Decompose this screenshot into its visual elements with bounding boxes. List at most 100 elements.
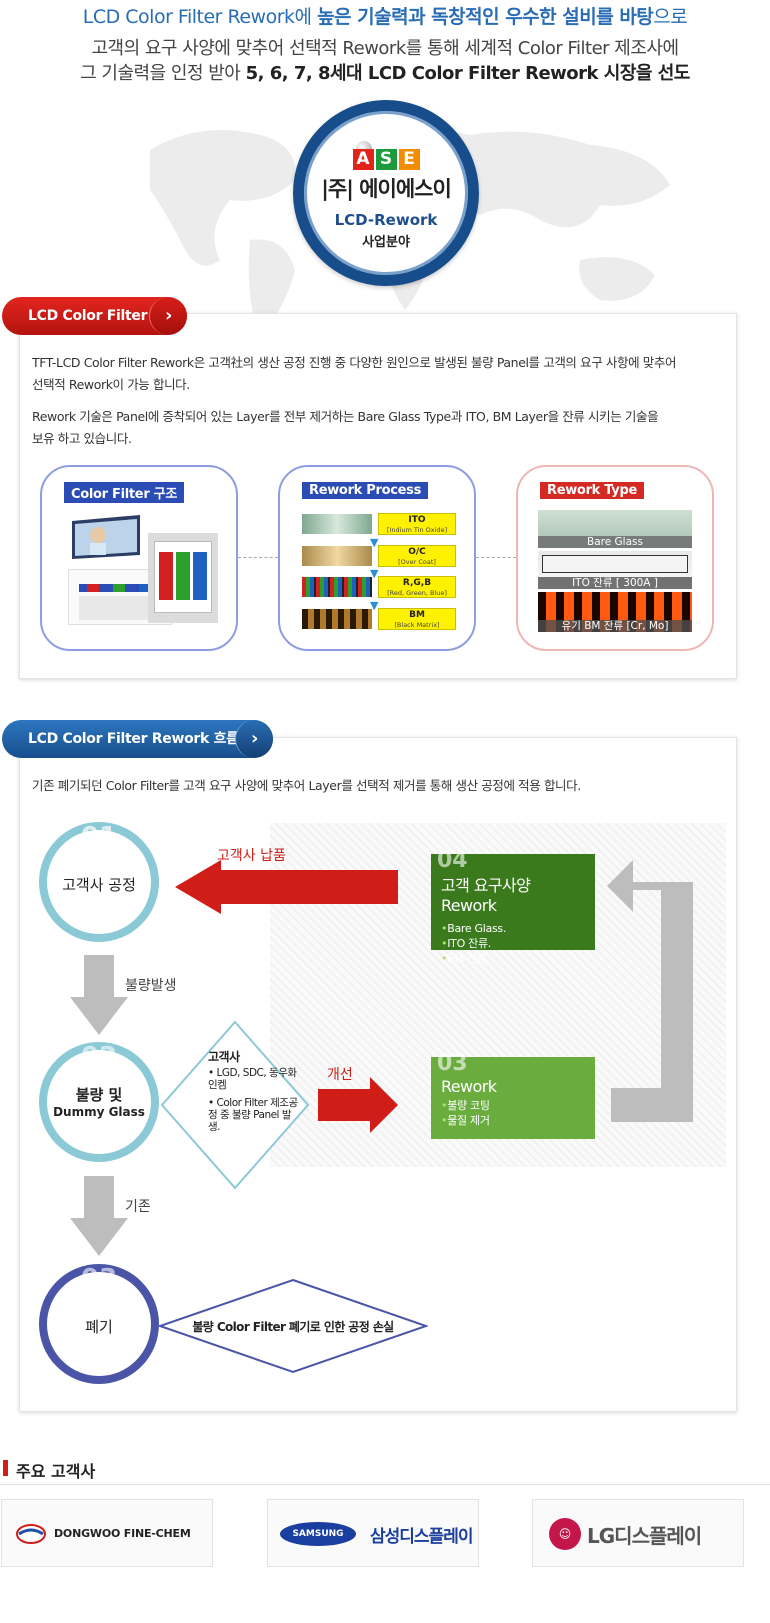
- subheadline-line: 그 기술력을 인정 받아 5, 6, 7, 8세대 LCD Color Filt…: [0, 61, 770, 86]
- bare-glass-image: Bare Glass: [538, 510, 692, 548]
- layer-name: R,G,B: [402, 578, 432, 588]
- tab-label: LCD Color Filter: [28, 308, 148, 324]
- custom-rework-box: 04 고객 요구사양 Rework Bare Glass. ITO 잔류. BM…: [431, 848, 595, 965]
- layer-bar: [139, 584, 151, 592]
- blue-pixel: [193, 552, 207, 600]
- rework-type-label: ITO 잔류 [ 300A ]: [538, 577, 692, 589]
- box-item: ITO 잔류.: [441, 936, 585, 951]
- box-items: Bare Glass. ITO 잔류. BM 잔류.: [441, 921, 585, 966]
- box-title: Rework Type: [540, 482, 644, 499]
- ito-layer-image: [302, 514, 372, 534]
- customer-name: DONGWOO FINE-CHEM: [54, 1527, 191, 1540]
- ito-sample: [542, 555, 688, 573]
- oc-layer-image: [302, 546, 372, 566]
- layer-sub: [Indium Tin Oxide]: [386, 526, 448, 534]
- return-arrow: [607, 860, 693, 1122]
- connector-line: [476, 557, 516, 558]
- chevron-right-icon: ›: [149, 297, 187, 335]
- headline: LCD Color Filter Rework에 높은 기술력과 독창적인 우수…: [0, 2, 770, 29]
- box-title: 고객 요구사양 Rework: [441, 876, 531, 915]
- tv-image: [72, 515, 140, 559]
- layer-label-oc: O/C[Over Coat]: [378, 545, 456, 567]
- layer-label-ito: ITO[Indium Tin Oxide]: [378, 513, 456, 535]
- divider: [0, 1484, 770, 1485]
- step-num-text: 02: [80, 1042, 118, 1072]
- step-defect-dummy: 02 불량 및 Dummy Glass: [39, 1042, 159, 1162]
- arrow-down-icon: ▼: [370, 599, 379, 612]
- delivery-arrow: [175, 860, 398, 914]
- customer-lg: ☺ LG디스플레이: [532, 1499, 744, 1567]
- samsung-logo: SAMSUNG: [280, 1522, 356, 1546]
- step-label: Dummy Glass: [53, 1105, 145, 1119]
- layer-name: BM: [409, 610, 425, 620]
- rework-type-label: Bare Glass: [538, 536, 692, 548]
- tab-rework-flow[interactable]: LCD Color Filter Rework 흐름도 ›: [2, 720, 273, 758]
- customer-diamond: [160, 1020, 310, 1190]
- paragraph-line: 보유 하고 있습니다.: [32, 431, 132, 446]
- section-marker: [3, 1460, 8, 1476]
- diamond-item: • Color Filter 제조공정 중 불량 Panel 발생.: [208, 1097, 298, 1133]
- arrow-down-icon: ▼: [370, 536, 379, 549]
- green-pixel: [176, 552, 190, 600]
- customer-dongwoo: DONGWOO FINE-CHEM: [1, 1499, 213, 1567]
- step-label: 불량 및: [75, 1086, 123, 1104]
- improve-label: 개선: [327, 1067, 353, 1083]
- ito-residual-image: ITO 잔류 [ 300A ]: [538, 551, 692, 589]
- paragraph-line: TFT-LCD Color Filter Rework은 고객社의 생산 공정 …: [32, 355, 677, 370]
- down-arrow-existing: [70, 1176, 128, 1256]
- rgb-pixel-image: [148, 533, 218, 623]
- delivery-label: 고객사 납품: [217, 848, 286, 864]
- customer-name: LG디스플레이: [587, 1520, 702, 1549]
- diamond-content: 고객사 • LGD, SDC, 동우화인켐 • Color Filter 제조공…: [208, 1048, 298, 1133]
- headline-part: 으로: [653, 6, 688, 28]
- customer-name: 삼성디스플레이: [370, 1527, 473, 1547]
- step-number: 04: [437, 848, 468, 873]
- company-name: |주| 에이에스이: [321, 177, 452, 201]
- layer-name: O/C: [408, 547, 426, 557]
- customers-title: 주요 고객사: [16, 1462, 96, 1481]
- box-item: 불량 코팅: [441, 1098, 585, 1113]
- rework-box: 03 Rework 불량 코팅 물질 제거: [431, 1051, 595, 1139]
- rework-type-box: Rework Type Bare Glass ITO 잔류 [ 300A ] 유…: [516, 465, 714, 651]
- chevron-right-icon: ›: [235, 720, 273, 758]
- bm-layer-image: [302, 609, 372, 629]
- diamond-title: 고객사: [208, 1050, 240, 1064]
- layer-name: ITO: [408, 515, 426, 525]
- pixel-frame: [154, 541, 212, 613]
- layer-sub: [Over Coat]: [398, 558, 436, 566]
- step-label: 고객사 공정: [62, 876, 136, 894]
- box-items: 불량 코팅 물질 제거: [441, 1098, 585, 1128]
- business-subtitle: 사업분야: [362, 235, 410, 250]
- step-label: 폐기: [85, 1318, 113, 1336]
- step-disposal: 03 폐기: [39, 1264, 159, 1384]
- customer-samsung: SAMSUNG 삼성디스플레이: [267, 1499, 479, 1567]
- box-item: BM 잔류.: [441, 951, 585, 966]
- subheadline-bold: 5, 6, 7, 8세대 LCD Color Filter Rework 시장을…: [245, 63, 691, 84]
- color-filter-structure-box: Color Filter 구조: [40, 465, 238, 651]
- subheadline-part: 그 기술력을 인정 받아: [80, 63, 246, 84]
- red-pixel: [159, 552, 173, 600]
- step-num-text: 03: [80, 1264, 118, 1294]
- section1-paragraph-1: TFT-LCD Color Filter Rework은 고객社의 생산 공정 …: [32, 352, 732, 396]
- subheadline-line: 고객의 요구 사양에 맞추어 선택적 Rework를 통해 세계적 Color …: [91, 38, 679, 59]
- layer-sub: [Red, Green, Blue]: [387, 589, 447, 597]
- box-title: Rework Process: [302, 482, 429, 499]
- loss-label: 불량 Color Filter 폐기로 인한 공정 손실: [192, 1320, 394, 1334]
- diamond-item-text: Color Filter 제조공정 중 불량 Panel 발생.: [208, 1097, 298, 1133]
- lg-brand: LG: [587, 1524, 615, 1548]
- subheadline: 고객의 요구 사양에 맞추어 선택적 Rework를 통해 세계적 Color …: [0, 36, 770, 86]
- headline-bold: 높은 기술력과 독창적인 우수한 설비를 바탕: [317, 6, 654, 28]
- ase-letter: S: [375, 149, 397, 170]
- layer-label-bm: BM[Black Matrix]: [378, 608, 456, 630]
- arrow-label-existing: 기존: [125, 1199, 151, 1215]
- layer-label-rgb: R,G,B[Red, Green, Blue]: [378, 576, 456, 598]
- layer-bar: [113, 584, 125, 592]
- step-num-text: 01: [80, 822, 118, 852]
- step-number: 01: [47, 822, 151, 852]
- arrow-label-defect: 불량발생: [125, 978, 177, 994]
- down-arrow-defect: [70, 955, 128, 1035]
- dongwoo-logo-icon: [16, 1524, 46, 1544]
- tab-lcd-color-filter[interactable]: LCD Color Filter ›: [2, 297, 187, 335]
